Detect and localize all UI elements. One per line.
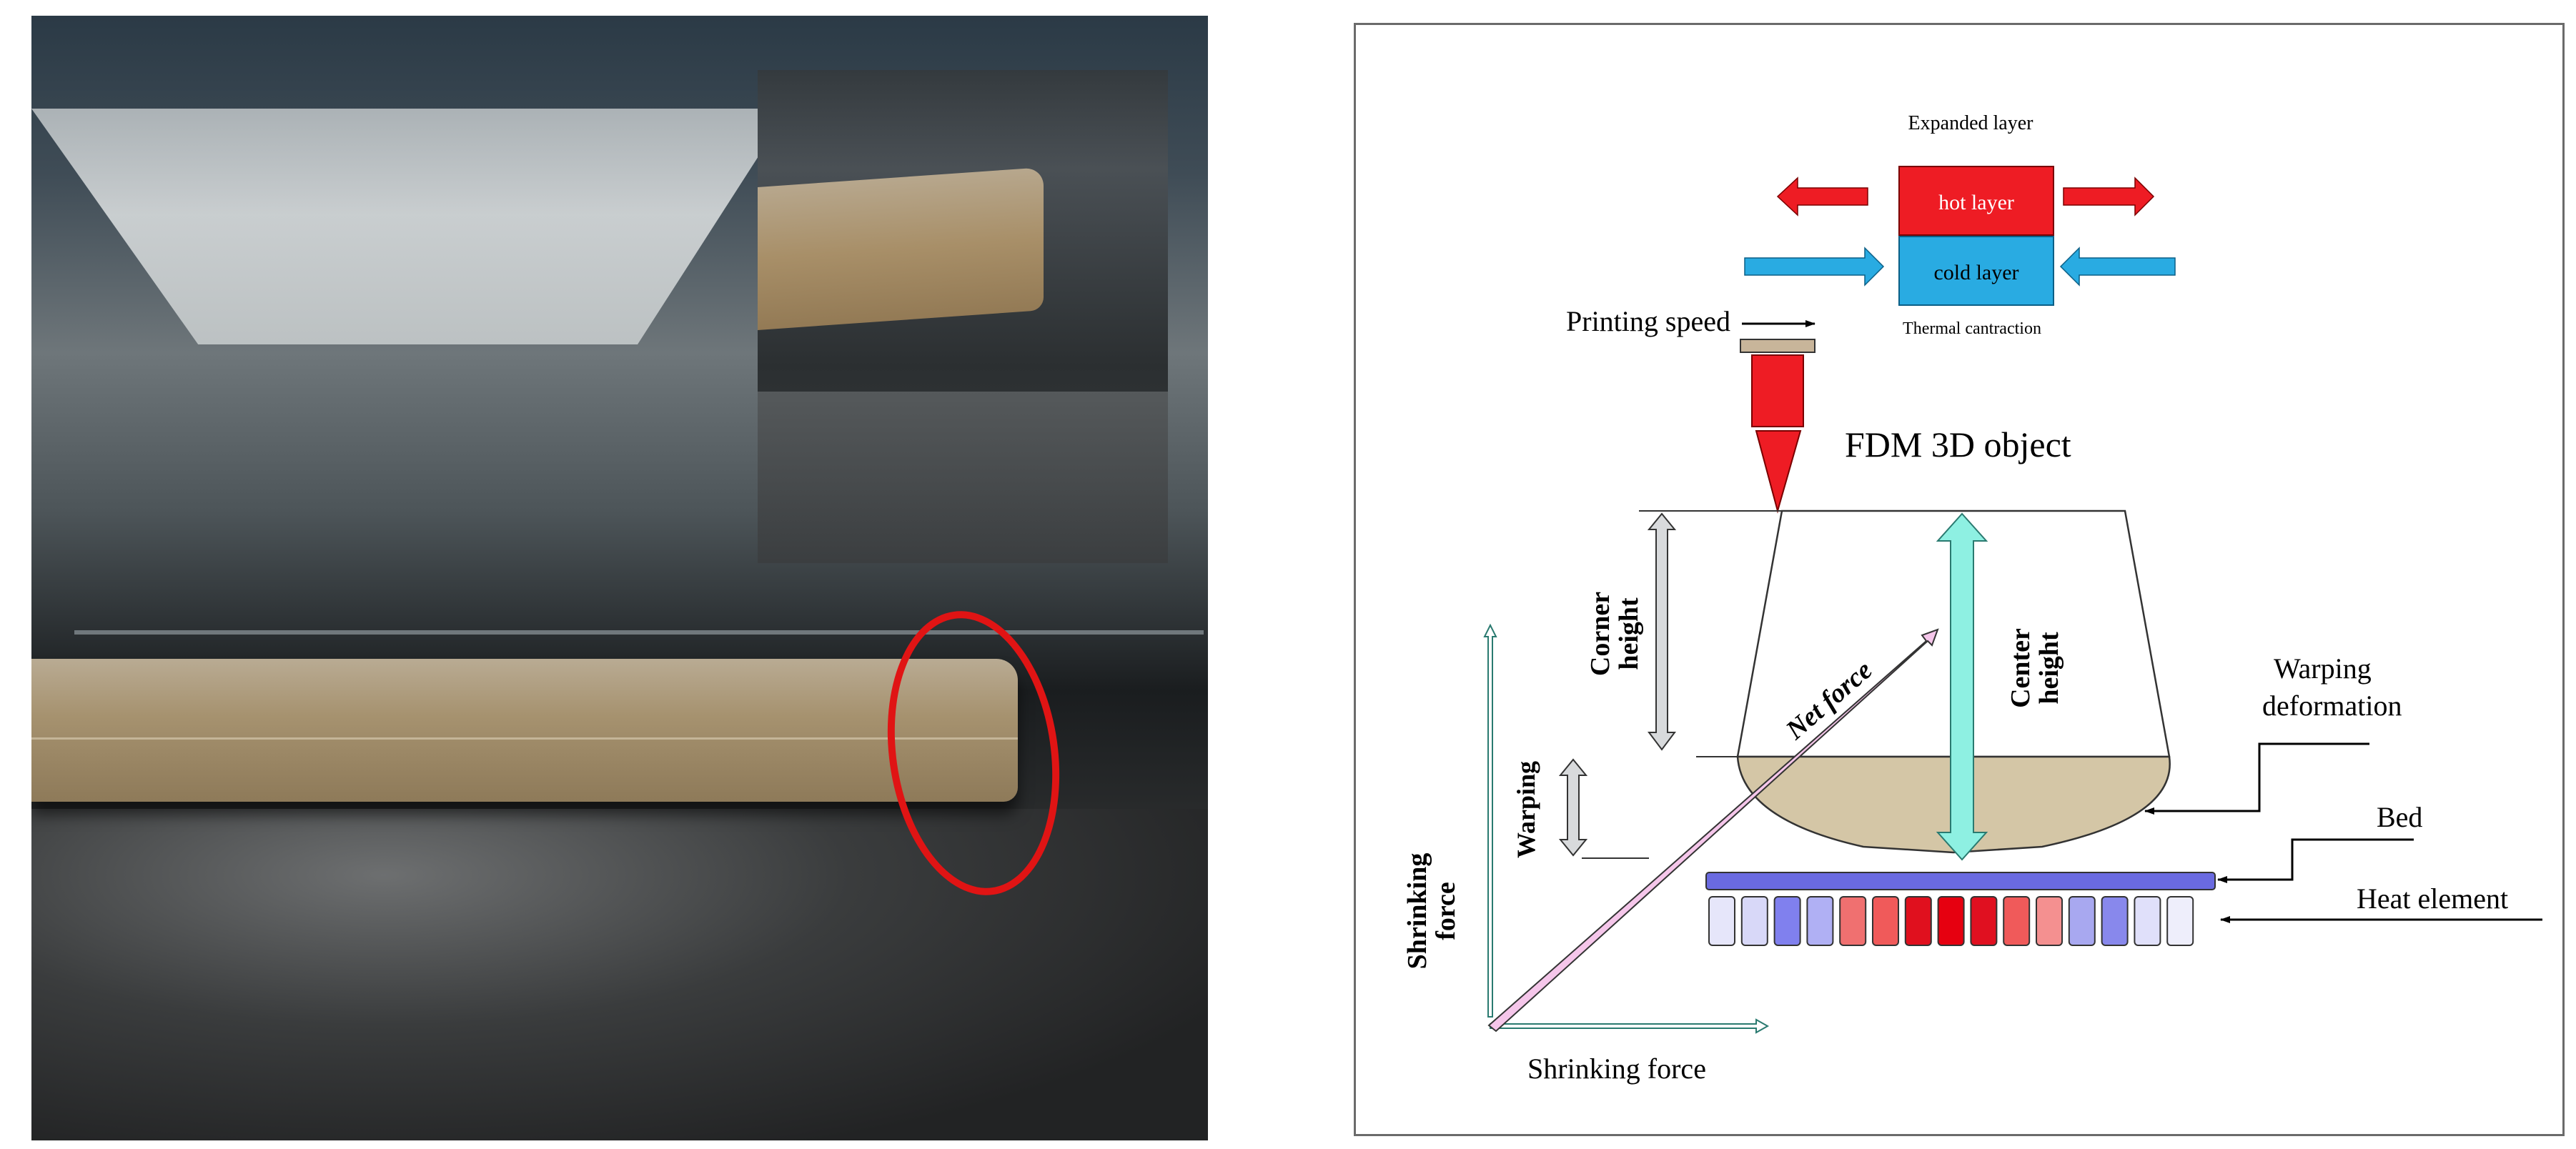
heat-cell — [1970, 896, 1998, 946]
shrinking-force-vertical-label-1: Shrinking — [1402, 853, 1432, 970]
heat-cell — [2101, 896, 2129, 946]
print-bed-surface — [31, 809, 1208, 1140]
corner-height-label-2: height — [1614, 597, 1644, 670]
bed-label: Bed — [2377, 801, 2422, 833]
corner-height-arrow — [1647, 512, 1677, 751]
cold-layer-label: cold layer — [1933, 261, 2018, 284]
nozzle-body — [1751, 354, 1804, 427]
warping-deformation-label-1: Warping — [2274, 652, 2372, 685]
shrinking-force-vertical-arrow — [1483, 623, 1497, 1018]
heat-cell — [1773, 896, 1801, 946]
heat-cell — [1839, 896, 1867, 946]
corner-height-label-1: Corner — [1585, 592, 1615, 676]
thermal-contraction-label: Thermal cantraction — [1903, 319, 2041, 338]
center-height-arrow — [1936, 512, 1988, 861]
glass-edge — [74, 630, 1204, 635]
warping-deformation-leader — [2144, 742, 2369, 815]
hot-layer-label: hot layer — [1938, 191, 2014, 214]
warping-deformation-label-2: deformation — [2262, 690, 2402, 722]
heat-cell — [1708, 896, 1735, 946]
nozzle-tip — [1755, 430, 1802, 514]
shrinking-force-vertical-label-2: force — [1431, 882, 1461, 940]
heat-cell — [2134, 896, 2161, 946]
warped-print-photo — [31, 16, 1208, 1140]
printing-speed-label: Printing speed — [1566, 305, 1730, 337]
heat-cell — [2036, 896, 2063, 946]
diagram-canvas: Expanded layer hot layer cold layer Ther… — [1402, 112, 2542, 1085]
printed-part — [31, 659, 1018, 802]
center-height-label-1: Center — [2006, 628, 2036, 708]
nozzle-cap — [1740, 339, 1815, 353]
heat-element-row — [1708, 896, 2194, 946]
bed-leader — [2217, 838, 2414, 883]
zoomed-inset-photo — [758, 70, 1168, 563]
shrinking-force-horizontal-arrow — [1490, 1018, 1770, 1034]
printed-part-layer-line — [31, 737, 1018, 740]
heat-cell — [2166, 896, 2194, 946]
expanded-layer-label: Expanded layer — [1908, 112, 2034, 134]
shrinking-force-horizontal-label: Shrinking force — [1527, 1053, 1706, 1085]
center-height-label-2: height — [2034, 632, 2064, 705]
expansion-arrow-left — [1776, 176, 1868, 217]
cold-layer-box — [1898, 236, 2054, 306]
contraction-arrow-right — [2059, 247, 2176, 287]
heat-cell — [2003, 896, 2031, 946]
heat-cell — [1904, 896, 1932, 946]
net-force-arrow — [1487, 628, 1939, 1033]
contraction-arrow-left — [1744, 247, 1885, 287]
warping-label: Warping — [1512, 761, 1540, 858]
bed-plate — [1705, 872, 2216, 890]
heat-cell — [1937, 896, 1965, 946]
heat-element-label: Heat element — [2357, 882, 2508, 915]
warping-arrow — [1558, 758, 1588, 857]
fdm-object-label: FDM 3D object — [1845, 424, 2071, 464]
heat-cell — [1872, 896, 1899, 946]
expansion-arrow-right — [2063, 176, 2155, 217]
heat-cell — [1806, 896, 1834, 946]
inset-bed — [758, 392, 1168, 563]
heat-cell — [1740, 896, 1768, 946]
inset-warped-corner — [758, 167, 1044, 330]
heat-cell — [2068, 896, 2096, 946]
printer-frame-blur — [31, 109, 789, 344]
hot-layer-box — [1898, 166, 2054, 236]
warping-diagram: Expanded layer hot layer cold layer Ther… — [1354, 23, 2565, 1136]
